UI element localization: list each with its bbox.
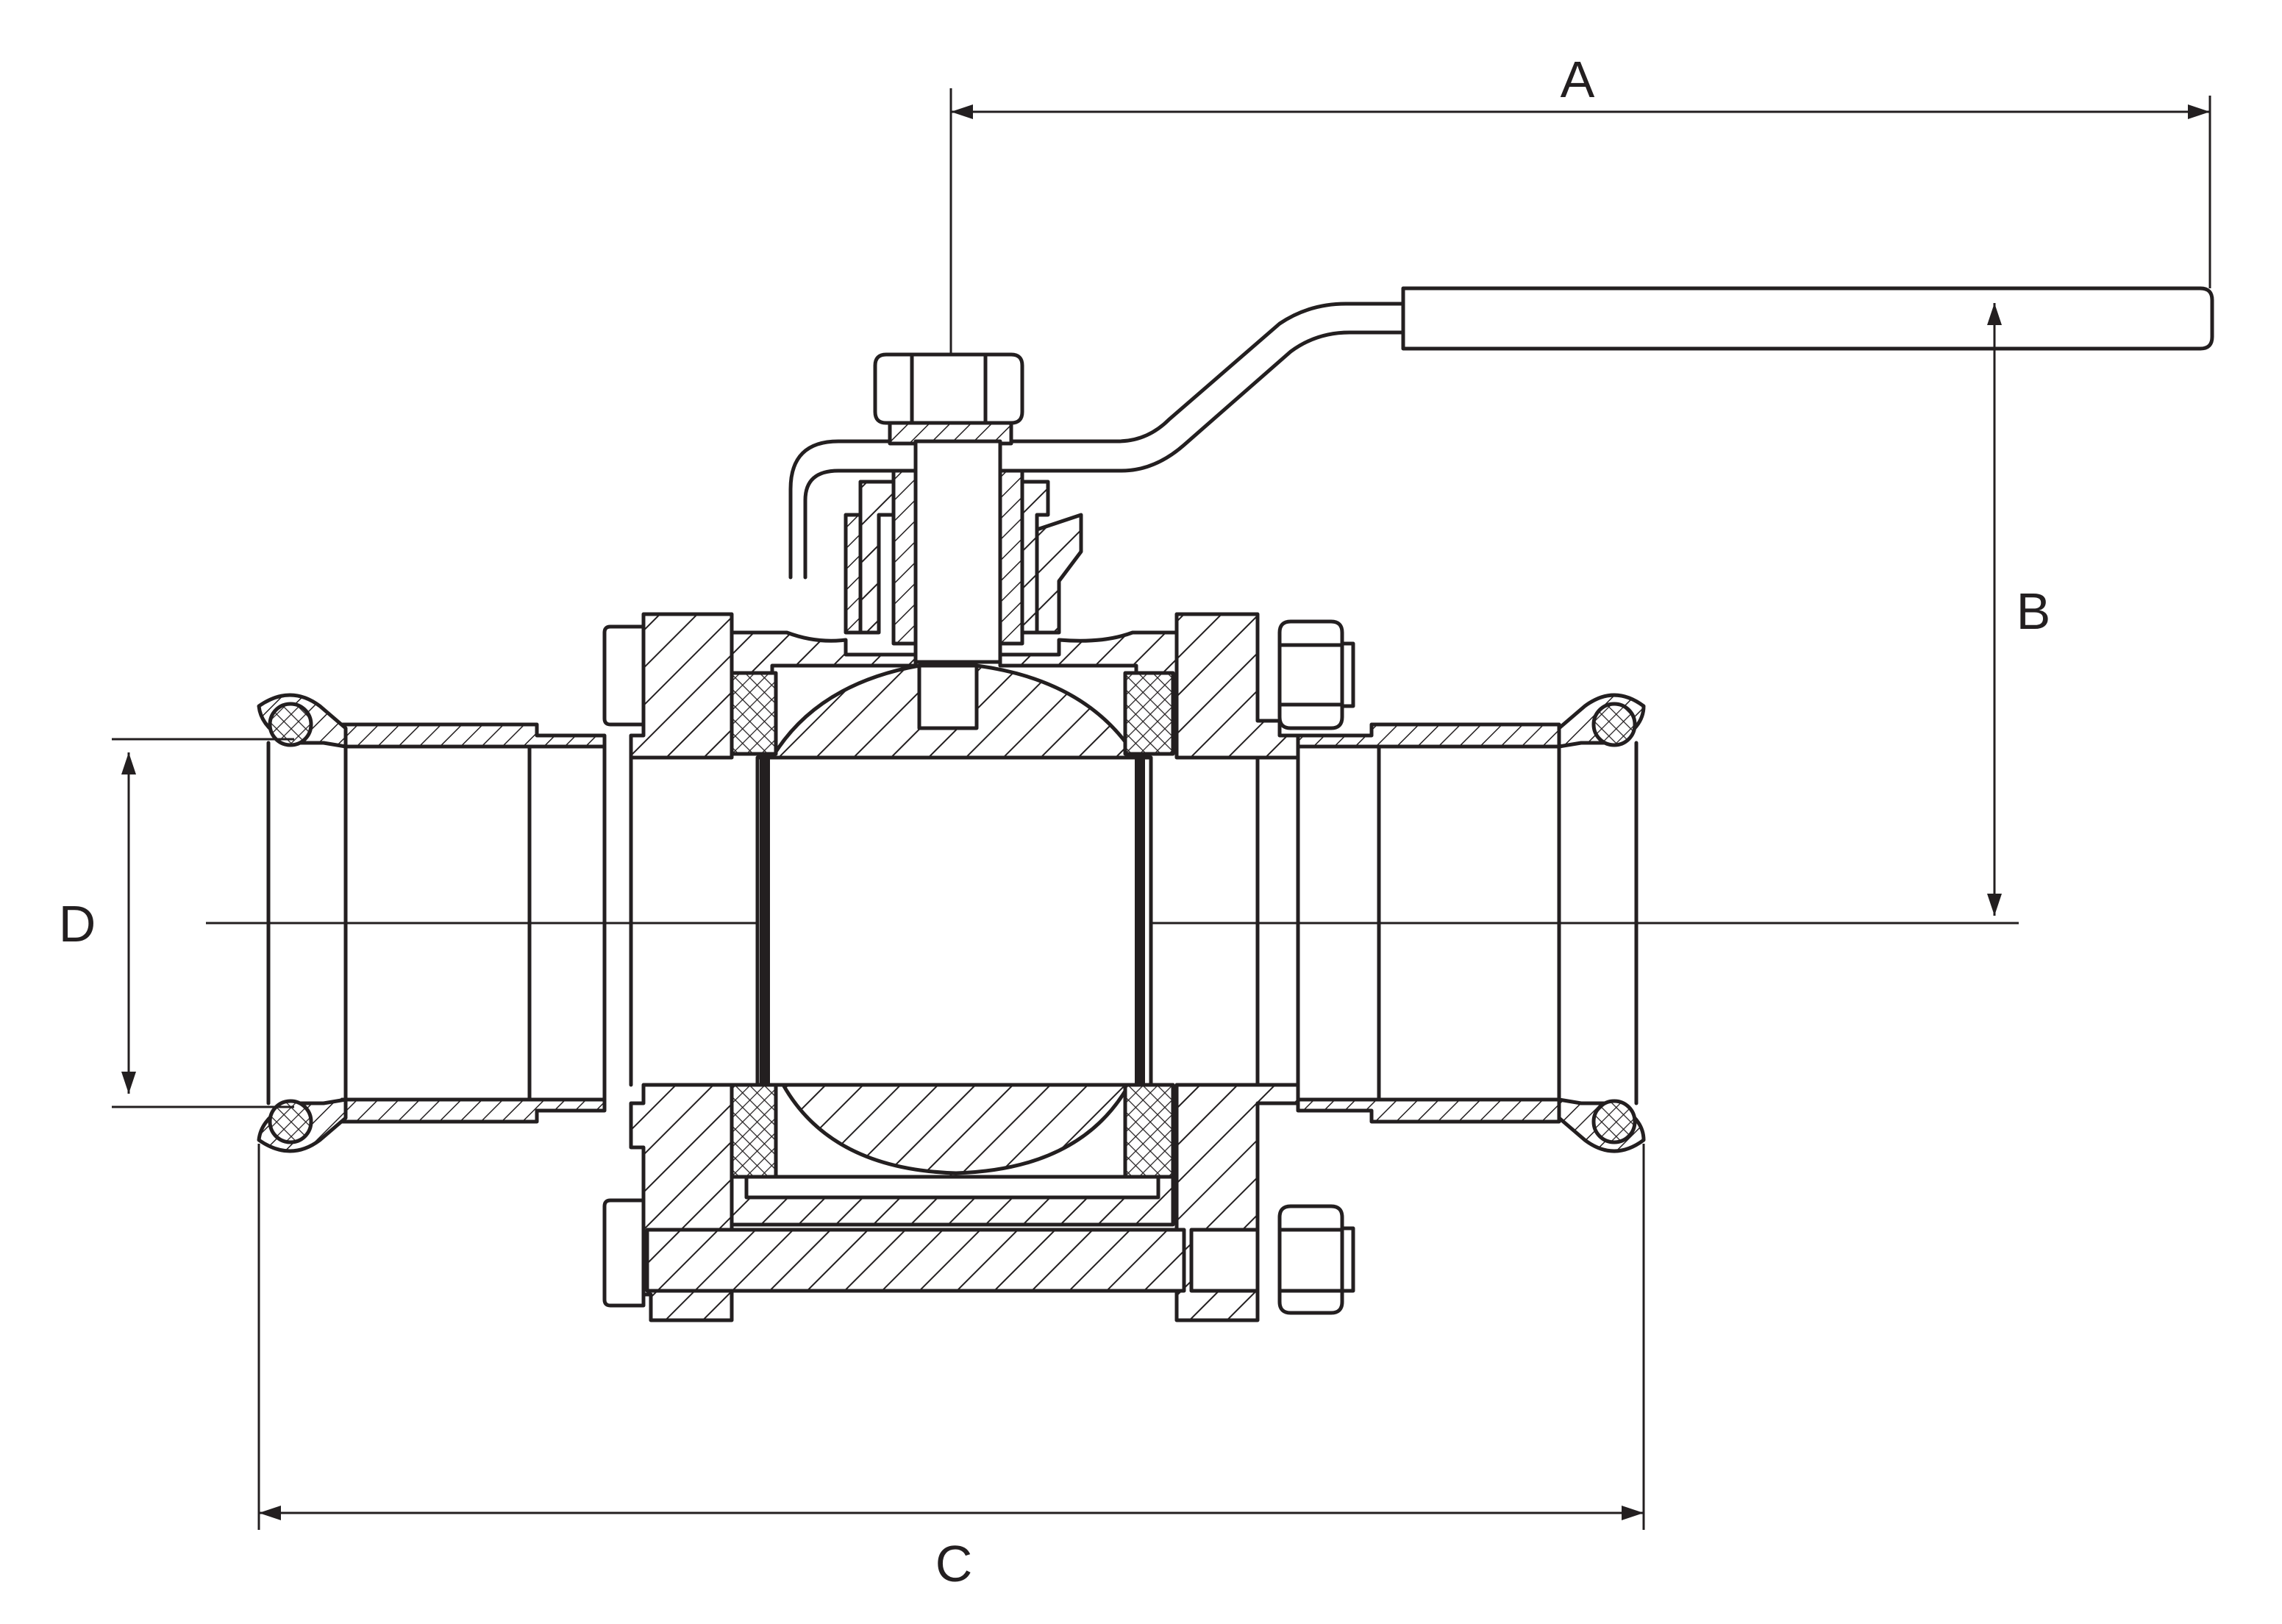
dimension-d-arrow-top [121,752,136,774]
seats [730,671,1175,1179]
valve-body-bottom [730,1175,1175,1227]
dimension-b-label: B [2017,583,2051,640]
dimension-d: D [59,738,294,1108]
stem-nut [873,352,1024,446]
dimension-a-arrow-right [2188,104,2210,119]
ball [755,663,1153,1175]
dimension-b-arrow-bottom [1987,894,2002,916]
right-press-end [1255,693,1646,1153]
dimension-b: B [1987,303,2050,916]
tie-bolt [645,619,1355,1315]
lever-handle [788,286,2214,580]
left-end-cap [602,612,734,1322]
lever-bar [788,302,1405,580]
dimension-c-arrow-right [1622,1506,1644,1520]
dimension-a: A [949,51,2211,355]
dimension-c: C [257,1144,1645,1592]
dimension-c-label: C [935,1535,973,1592]
lever-grip [1401,286,2214,351]
dimension-d-label: D [59,895,96,952]
dimension-d-arrow-bottom [121,1072,136,1094]
dimension-a-arrow-left [951,104,973,119]
dimension-a-label: A [1561,51,1595,108]
dimension-c-arrow-left [259,1506,281,1520]
dimension-b-arrow-top [1987,303,2002,325]
stem-assembly [844,439,1083,730]
left-press-end [257,693,633,1153]
